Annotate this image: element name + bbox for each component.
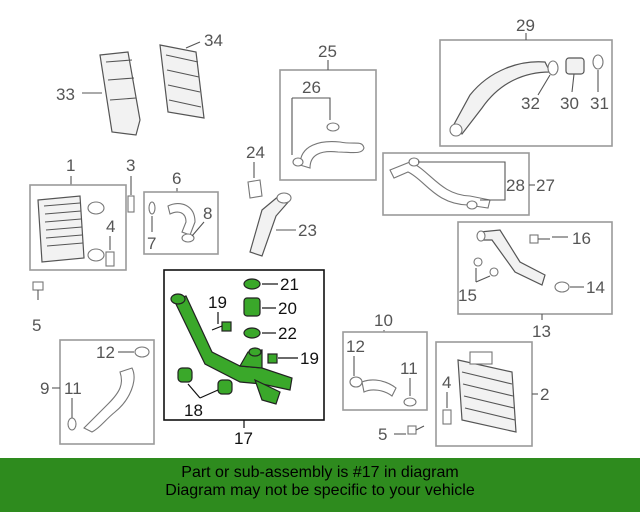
part-4-clip[interactable] (105, 251, 115, 267)
leader-28 (418, 161, 506, 201)
part-4-clip-lower[interactable] (442, 409, 452, 425)
part-15-fasteners[interactable] (473, 257, 499, 277)
part-33-duct[interactable] (99, 51, 141, 136)
callout-19a[interactable]: 19 (208, 293, 227, 312)
callout-16[interactable]: 16 (572, 229, 591, 248)
footer-banner: Part or sub-assembly is #17 in diagram D… (0, 458, 640, 512)
callout-33[interactable]: 33 (56, 85, 75, 104)
group-box-10 (342, 331, 428, 411)
leader-32 (537, 74, 551, 96)
callout-5a[interactable]: 5 (32, 316, 41, 335)
part-18-grommets[interactable] (177, 367, 233, 395)
callout-19b[interactable]: 19 (300, 349, 319, 368)
part-3-bracket[interactable] (127, 195, 135, 213)
callout-1[interactable]: 1 (66, 156, 75, 175)
callout-11b[interactable]: 11 (400, 359, 418, 378)
callout-9[interactable]: 9 (40, 379, 49, 398)
callout-31[interactable]: 31 (590, 94, 609, 113)
part-7-clamp[interactable] (148, 201, 156, 215)
callout-2[interactable]: 2 (540, 385, 549, 404)
callout-29[interactable]: 29 (516, 16, 535, 35)
callout-22[interactable]: 22 (278, 324, 297, 343)
group-box-27 (382, 152, 530, 216)
callout-6[interactable]: 6 (172, 169, 181, 188)
part-17-pipe-assembly[interactable] (170, 293, 293, 405)
callout-18[interactable]: 18 (184, 401, 203, 420)
leader-30 (571, 73, 575, 93)
part-31-clamp[interactable] (592, 54, 604, 70)
part-23-duct[interactable] (249, 192, 292, 257)
diagram-canvas: 33 34 25 26 29 32 30 31 28 (29, 16, 613, 448)
leader-18 (187, 383, 219, 399)
leader-15 (475, 268, 491, 283)
part-20-sleeve[interactable] (243, 297, 261, 317)
footer-line-2: Diagram may not be specific to your vehi… (165, 482, 475, 499)
part-14-clamp[interactable] (554, 281, 570, 293)
callout-30[interactable]: 30 (560, 94, 579, 113)
callout-28[interactable]: 28 (506, 176, 525, 195)
part-5-bolt-lower[interactable] (407, 425, 425, 435)
callout-20[interactable]: 20 (278, 299, 297, 318)
callout-14[interactable]: 14 (586, 278, 605, 297)
part-29-pipe[interactable] (449, 61, 551, 137)
callout-27[interactable]: 27 (536, 176, 555, 195)
group-box-9 (59, 339, 155, 445)
callout-4b[interactable]: 4 (442, 373, 451, 392)
part-16-bolt[interactable] (529, 234, 550, 244)
group-box-6 (143, 191, 219, 255)
part-9-hose[interactable] (83, 367, 135, 433)
callout-24[interactable]: 24 (246, 143, 265, 162)
part-19-bolt-left[interactable] (211, 321, 232, 332)
part-26-hose[interactable] (292, 122, 365, 169)
leader-34 (185, 41, 201, 49)
part-12-clamp-right[interactable] (349, 376, 363, 388)
group-box-17 (163, 269, 325, 421)
part-1-intercooler[interactable] (37, 195, 105, 263)
group-box-13 (457, 221, 613, 315)
callout-3[interactable]: 3 (126, 156, 135, 175)
footer-line-1: Part or sub-assembly is #17 in diagram (181, 464, 459, 481)
part-13-pipe[interactable] (476, 229, 546, 286)
part-19-bolt-right[interactable] (267, 353, 278, 364)
part-30-sleeve[interactable] (565, 57, 585, 75)
callout-10[interactable]: 10 (374, 311, 393, 330)
callout-4a[interactable]: 4 (106, 217, 115, 236)
callout-26[interactable]: 26 (302, 78, 321, 97)
callout-7[interactable]: 7 (147, 234, 156, 253)
callout-25[interactable]: 25 (318, 42, 337, 61)
part-32-clamp[interactable] (547, 60, 559, 76)
callout-13[interactable]: 13 (532, 322, 551, 341)
leader-26 (291, 97, 331, 155)
part-11-clamp-right[interactable] (403, 397, 417, 407)
part-6-hose[interactable] (167, 203, 196, 236)
part-12-clamp-left[interactable] (134, 346, 150, 358)
part-21-cap[interactable] (243, 278, 261, 290)
callout-32[interactable]: 32 (521, 94, 540, 113)
callout-12b[interactable]: 12 (346, 337, 365, 356)
part-2-intercooler[interactable] (457, 351, 517, 433)
group-box-1 (29, 184, 127, 271)
part-24-bracket[interactable] (247, 179, 263, 199)
part-22-cap[interactable] (243, 327, 261, 339)
callout-15[interactable]: 15 (458, 286, 477, 305)
callout-21[interactable]: 21 (280, 275, 299, 294)
part-11-clamp-left[interactable] (67, 417, 77, 431)
group-box-29 (439, 39, 613, 147)
part-8-clamp[interactable] (181, 233, 195, 243)
part-5-bolt[interactable] (32, 281, 44, 300)
callout-23[interactable]: 23 (298, 221, 317, 240)
callout-34[interactable]: 34 (204, 31, 223, 50)
callout-17[interactable]: 17 (234, 429, 253, 448)
part-34-radiator-shroud[interactable] (159, 44, 205, 119)
part-10-hose[interactable] (361, 379, 397, 397)
callout-12a[interactable]: 12 (96, 343, 115, 362)
callout-8[interactable]: 8 (203, 204, 212, 223)
callout-5b[interactable]: 5 (378, 425, 387, 444)
part-27-hose[interactable] (389, 157, 491, 210)
leader-8 (191, 221, 205, 237)
callout-11a[interactable]: 11 (64, 379, 82, 398)
